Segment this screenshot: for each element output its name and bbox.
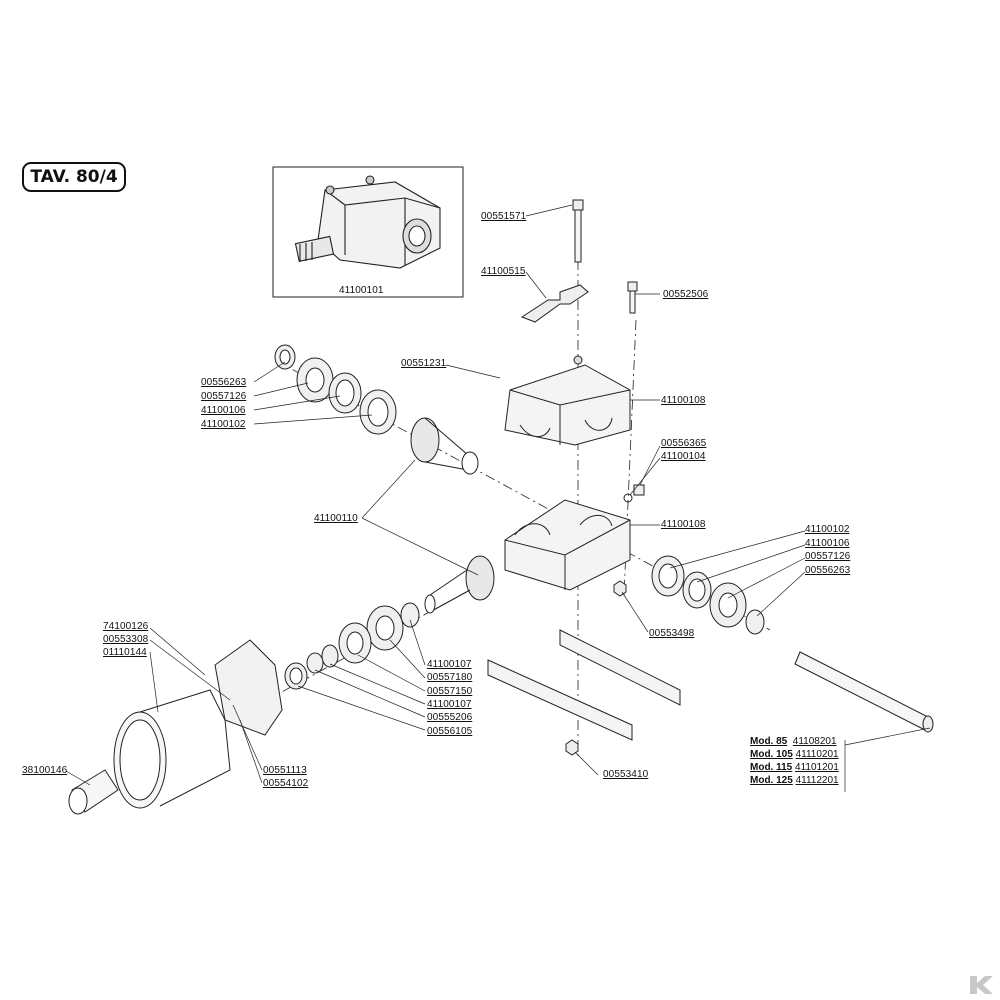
left-bearing-stack <box>274 344 397 435</box>
label-right-stack-4: 00556263 <box>805 565 851 576</box>
label-long-bolt: 00551571 <box>481 211 527 222</box>
label-right-stack-2: 41100106 <box>805 538 850 549</box>
model-name: Mod. 115 <box>750 762 793 773</box>
assembly-axis-lines <box>229 260 771 760</box>
label-lower-housing: 41100108 <box>661 519 706 530</box>
label-front-stack-1: 41100107 <box>427 659 472 670</box>
label-nut-mid: 00553498 <box>649 628 695 639</box>
model-code: 41108201 <box>792 736 837 747</box>
label-guard-2: 00553308 <box>103 634 149 645</box>
inset-frame <box>272 166 464 298</box>
label-upper-housing: 41100108 <box>661 395 706 406</box>
long-bolt-part <box>572 199 584 263</box>
leader-lines <box>65 204 931 792</box>
label-bracket: 41100515 <box>481 266 526 277</box>
label-guard-screw-2: 00554102 <box>263 778 309 789</box>
nut-mid-part <box>613 580 627 597</box>
label-guard-1: 74100126 <box>103 621 149 632</box>
label-left-stack-1: 00556263 <box>201 377 247 388</box>
lower-housing-part <box>504 499 631 591</box>
bevel-gear-upper <box>410 417 479 475</box>
label-nut-low: 00553410 <box>603 769 649 780</box>
label-plug-1: 00556365 <box>661 438 707 449</box>
assembled-gearbox-illustration <box>294 175 441 269</box>
tube-part <box>68 769 119 815</box>
label-front-stack-3: 00557150 <box>427 686 473 697</box>
model-row-1: Mod. 85 41108201 <box>750 736 837 748</box>
model-name: Mod. 105 <box>750 749 793 760</box>
nut-low-part <box>565 739 579 756</box>
model-name: Mod. 85 <box>750 736 788 747</box>
label-front-stack-5: 00555206 <box>427 712 473 723</box>
model-name: Mod. 125 <box>750 775 793 786</box>
short-bolt-part <box>627 281 638 314</box>
label-guard-screw-1: 00551113 <box>263 765 307 776</box>
cylinder-cover-part <box>113 689 231 809</box>
label-small-screw: 00551231 <box>401 358 447 369</box>
model-row-4: Mod. 125 41112201 <box>750 775 839 787</box>
model-code: 41110201 <box>795 749 839 760</box>
model-row-2: Mod. 105 41110201 <box>750 749 839 761</box>
model-code: 41101201 <box>795 762 839 773</box>
label-left-stack-3: 41100106 <box>201 405 246 416</box>
label-front-stack-6: 00556105 <box>427 726 473 737</box>
bevel-gear-lower <box>424 555 495 614</box>
bracket-part <box>520 284 589 323</box>
label-front-stack-4: 41100107 <box>427 699 472 710</box>
label-left-stack-2: 00557126 <box>201 391 247 402</box>
label-guard-3: 01110144 <box>103 647 147 658</box>
front-bearing-stack <box>284 602 420 690</box>
plug-part <box>623 484 645 503</box>
right-bearing-stack <box>651 555 765 635</box>
label-left-stack-4: 41100102 <box>201 419 246 430</box>
output-shaft-part <box>794 651 934 733</box>
label-plug-2: 41100104 <box>661 451 706 462</box>
label-front-stack-2: 00557180 <box>427 672 473 683</box>
upper-housing-part <box>504 355 631 446</box>
label-right-stack-3: 00557126 <box>805 551 851 562</box>
brand-logo-icon <box>970 976 993 994</box>
plate-number-badge: TAV. 80/4 <box>22 162 126 192</box>
label-gear-pair: 41100110 <box>314 513 358 524</box>
label-right-stack-1: 41100102 <box>805 524 850 535</box>
model-row-3: Mod. 115 41101201 <box>750 762 839 774</box>
label-short-bolt: 00552506 <box>663 289 709 300</box>
model-code: 41112201 <box>795 775 839 786</box>
assembly-part-number: 41100101 <box>339 285 384 296</box>
label-tube: 38100146 <box>22 765 68 776</box>
guide-rails <box>487 629 681 741</box>
